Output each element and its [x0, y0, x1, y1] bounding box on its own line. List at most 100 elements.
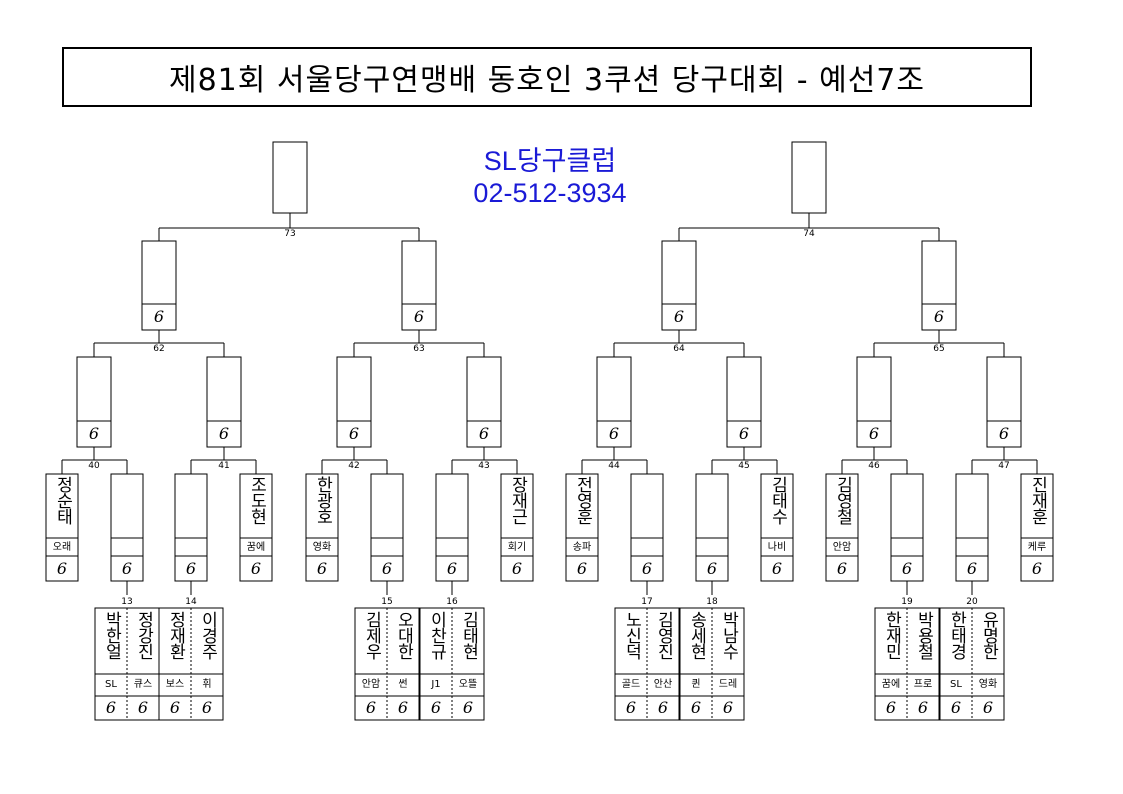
- player-name: 한재민: [881, 611, 902, 659]
- club-name: 드레: [718, 679, 738, 690]
- seeded-player-box: [45, 473, 79, 582]
- score-mark-icon: 6: [673, 307, 685, 326]
- score-mark-icon: 6: [446, 559, 458, 578]
- match-number: 18: [706, 597, 718, 607]
- player-name: 유명한: [978, 611, 999, 659]
- club-name: 회기: [507, 542, 527, 553]
- score-mark-icon: 6: [218, 424, 230, 443]
- score-mark-icon: 6: [169, 698, 181, 717]
- club-name: 꿈에: [881, 679, 901, 690]
- match-number: 64: [673, 344, 685, 354]
- score-mark-icon: 6: [462, 698, 474, 717]
- score-mark-icon: 6: [105, 698, 117, 717]
- score-mark-icon: 6: [201, 698, 213, 717]
- club-name: 송파: [572, 542, 592, 553]
- club-name: 꿈에: [246, 542, 266, 553]
- seeded-player-box: [1020, 473, 1054, 582]
- match-number: 45: [738, 461, 750, 471]
- score-mark-icon: 6: [868, 424, 880, 443]
- match-number: 14: [185, 597, 197, 607]
- match-number: 13: [121, 597, 133, 607]
- match-number: 74: [803, 229, 815, 239]
- match-number: 19: [901, 597, 913, 607]
- match-number: 42: [348, 461, 360, 471]
- tournament-title: 제81회 서울당구연맹배 동호인 3쿠션 당구대회 - 예선7조: [62, 47, 1032, 107]
- score-mark-icon: 6: [966, 559, 978, 578]
- score-mark-icon: 6: [690, 698, 702, 717]
- club-name: 오래: [52, 542, 72, 553]
- club-name: 큐스: [133, 679, 153, 690]
- match-number: 17: [641, 597, 653, 607]
- score-mark-icon: 6: [641, 559, 653, 578]
- club-name: 영화: [978, 679, 998, 690]
- score-mark-icon: 6: [381, 559, 393, 578]
- club-name: SL: [950, 679, 962, 690]
- club-name: 골드: [621, 679, 641, 690]
- player-name: 정강진: [133, 611, 154, 659]
- match-number: 43: [478, 461, 490, 471]
- score-mark-icon: 6: [397, 698, 409, 717]
- player-name: 정순태: [52, 476, 73, 524]
- score-mark-icon: 6: [885, 698, 897, 717]
- player-name: 송세현: [686, 611, 707, 659]
- score-mark-icon: 6: [722, 698, 734, 717]
- score-mark-icon: 6: [901, 559, 913, 578]
- score-mark-icon: 6: [933, 307, 945, 326]
- match-number: 40: [88, 461, 100, 471]
- club-name: 케루: [1027, 542, 1047, 553]
- match-number: 65: [933, 344, 945, 354]
- score-mark-icon: 6: [430, 698, 442, 717]
- player-name: 한태경: [946, 611, 967, 659]
- seeded-player-box: [825, 473, 859, 582]
- club-name: 안암: [361, 679, 381, 690]
- final-slot-box: [791, 141, 827, 214]
- player-name: 조도현: [246, 476, 267, 524]
- player-name: 정재환: [165, 611, 186, 659]
- club-name: 나비: [767, 542, 787, 553]
- score-mark-icon: 6: [153, 307, 165, 326]
- score-mark-icon: 6: [608, 424, 620, 443]
- player-name: 이경주: [197, 611, 218, 659]
- score-mark-icon: 6: [982, 698, 994, 717]
- player-name: 김영진: [653, 611, 674, 659]
- sponsor-info: SL당구클럽 02-512-3934: [440, 145, 660, 209]
- player-name: 전영훈: [572, 476, 593, 524]
- club-name: 영화: [312, 542, 332, 553]
- score-mark-icon: 6: [88, 424, 100, 443]
- score-mark-icon: 6: [950, 698, 962, 717]
- player-name: 오대한: [393, 611, 414, 659]
- club-name: 썬: [398, 679, 408, 690]
- seeded-player-box: [500, 473, 534, 582]
- player-name: 장재근: [507, 476, 528, 524]
- seeded-player-box: [565, 473, 599, 582]
- score-mark-icon: 6: [185, 559, 197, 578]
- club-name: 퀸: [691, 679, 701, 690]
- seeded-player-box: [239, 473, 273, 582]
- score-mark-icon: 6: [1031, 559, 1043, 578]
- score-mark-icon: 6: [706, 559, 718, 578]
- match-number: 44: [608, 461, 620, 471]
- score-mark-icon: 6: [657, 698, 669, 717]
- match-number: 47: [998, 461, 1010, 471]
- score-mark-icon: 6: [998, 424, 1010, 443]
- score-mark-icon: 6: [576, 559, 588, 578]
- club-name: SL: [105, 679, 117, 690]
- score-mark-icon: 6: [365, 698, 377, 717]
- match-number: 63: [413, 344, 425, 354]
- club-name: 오뜰: [458, 679, 478, 690]
- player-name: 김제우: [361, 611, 382, 659]
- score-mark-icon: 6: [625, 698, 637, 717]
- player-name: 이찬규: [426, 611, 447, 659]
- club-name: 안암: [832, 542, 852, 553]
- score-mark-icon: 6: [121, 559, 133, 578]
- score-mark-icon: 6: [413, 307, 425, 326]
- score-mark-icon: 6: [917, 698, 929, 717]
- score-mark-icon: 6: [836, 559, 848, 578]
- club-name: 프로: [913, 679, 933, 690]
- match-number: 20: [966, 597, 978, 607]
- score-mark-icon: 6: [316, 559, 328, 578]
- score-mark-icon: 6: [771, 559, 783, 578]
- player-name: 노신덕: [621, 611, 642, 659]
- club-name: J1: [431, 679, 441, 690]
